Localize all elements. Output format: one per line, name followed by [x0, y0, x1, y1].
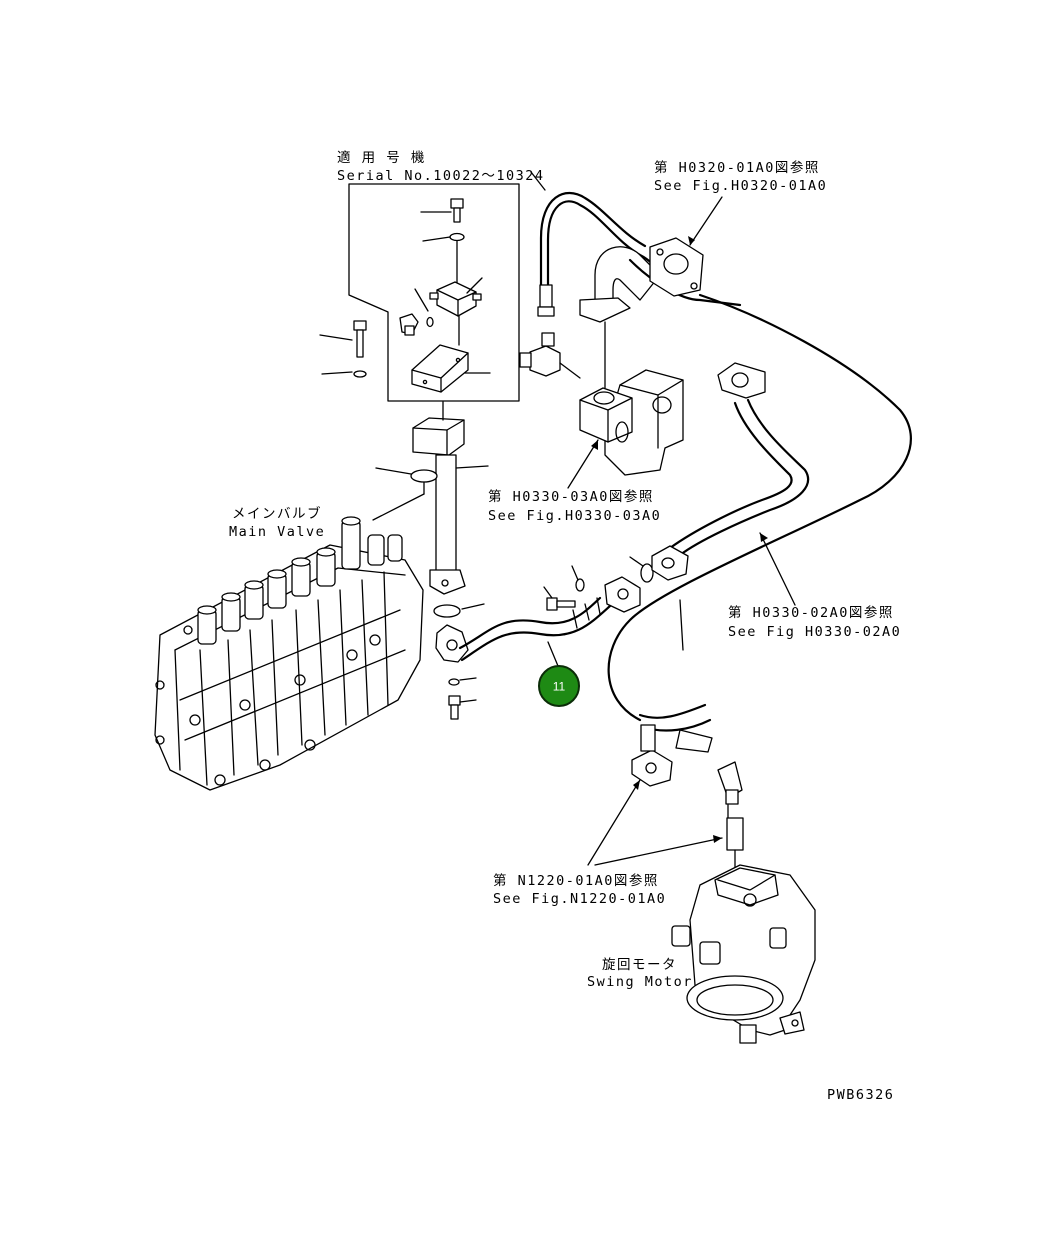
label-ref-n1220-en: See Fig.N1220-01A0 — [493, 891, 666, 907]
washer-left — [353, 370, 367, 378]
flange-swing — [631, 724, 673, 787]
label-ref-h0330-03-en: See Fig.H0330-03A0 — [488, 508, 661, 524]
valve-block-h0330-03 — [579, 369, 684, 476]
serial-detail-box — [348, 183, 520, 402]
o-ring-right — [640, 563, 654, 583]
callout-number[interactable]: 11 — [553, 680, 566, 694]
washer-top — [449, 232, 465, 242]
elbow-adapter — [519, 332, 561, 377]
washer-center — [575, 578, 585, 592]
bolt-center — [546, 597, 576, 611]
swing-motor — [671, 864, 816, 1044]
label-ref-h0330-03-jp: 第 H0330-03A0図参照 — [488, 488, 654, 505]
bolt-lower — [448, 678, 461, 720]
callout-11[interactable]: 11 — [538, 665, 580, 707]
label-applicable-serial-jp: 適 用 号 機 — [337, 149, 426, 166]
main-valve-assembly — [154, 516, 424, 791]
check-valve-block — [429, 281, 482, 317]
serial-detail-group — [348, 183, 520, 402]
vertical-pipe — [412, 417, 466, 595]
label-applicable-serial-en: Serial No.10022～10324 — [337, 168, 545, 184]
bolt-left — [353, 320, 367, 358]
label-ref-n1220-jp: 第 N1220-01A0図参照 — [493, 872, 659, 889]
o-ring — [426, 316, 434, 328]
adapter-fitting — [726, 817, 744, 869]
label-ref-h0320-en: See Fig.H0320-01A0 — [654, 178, 827, 194]
bolt-top — [450, 198, 464, 223]
elbow-fitting — [399, 313, 419, 336]
label-ref-h0320-jp: 第 H0320-01A0図参照 — [654, 159, 820, 176]
bent-tube — [435, 576, 641, 663]
callout-bubble[interactable] — [538, 665, 580, 707]
flange-h0320 — [649, 237, 704, 297]
gasket-lower — [433, 604, 461, 618]
label-ref-h0330-02-en: See Fig H0330-02A0 — [728, 624, 901, 640]
label-main-valve-en: Main Valve — [229, 524, 325, 540]
gasket-upper — [410, 469, 438, 483]
drawing-code: PWB6326 — [827, 1087, 894, 1103]
label-ref-h0330-02-jp: 第 H0330-02A0図参照 — [728, 604, 894, 621]
spool-caps — [197, 516, 403, 645]
label-swing-motor-en: Swing Motor — [587, 974, 693, 990]
label-main-valve-jp: メインバルブ — [232, 505, 322, 522]
mounting-plate — [411, 344, 469, 393]
label-swing-motor-jp: 旋回モータ — [602, 957, 677, 973]
right-pipe — [651, 362, 810, 581]
